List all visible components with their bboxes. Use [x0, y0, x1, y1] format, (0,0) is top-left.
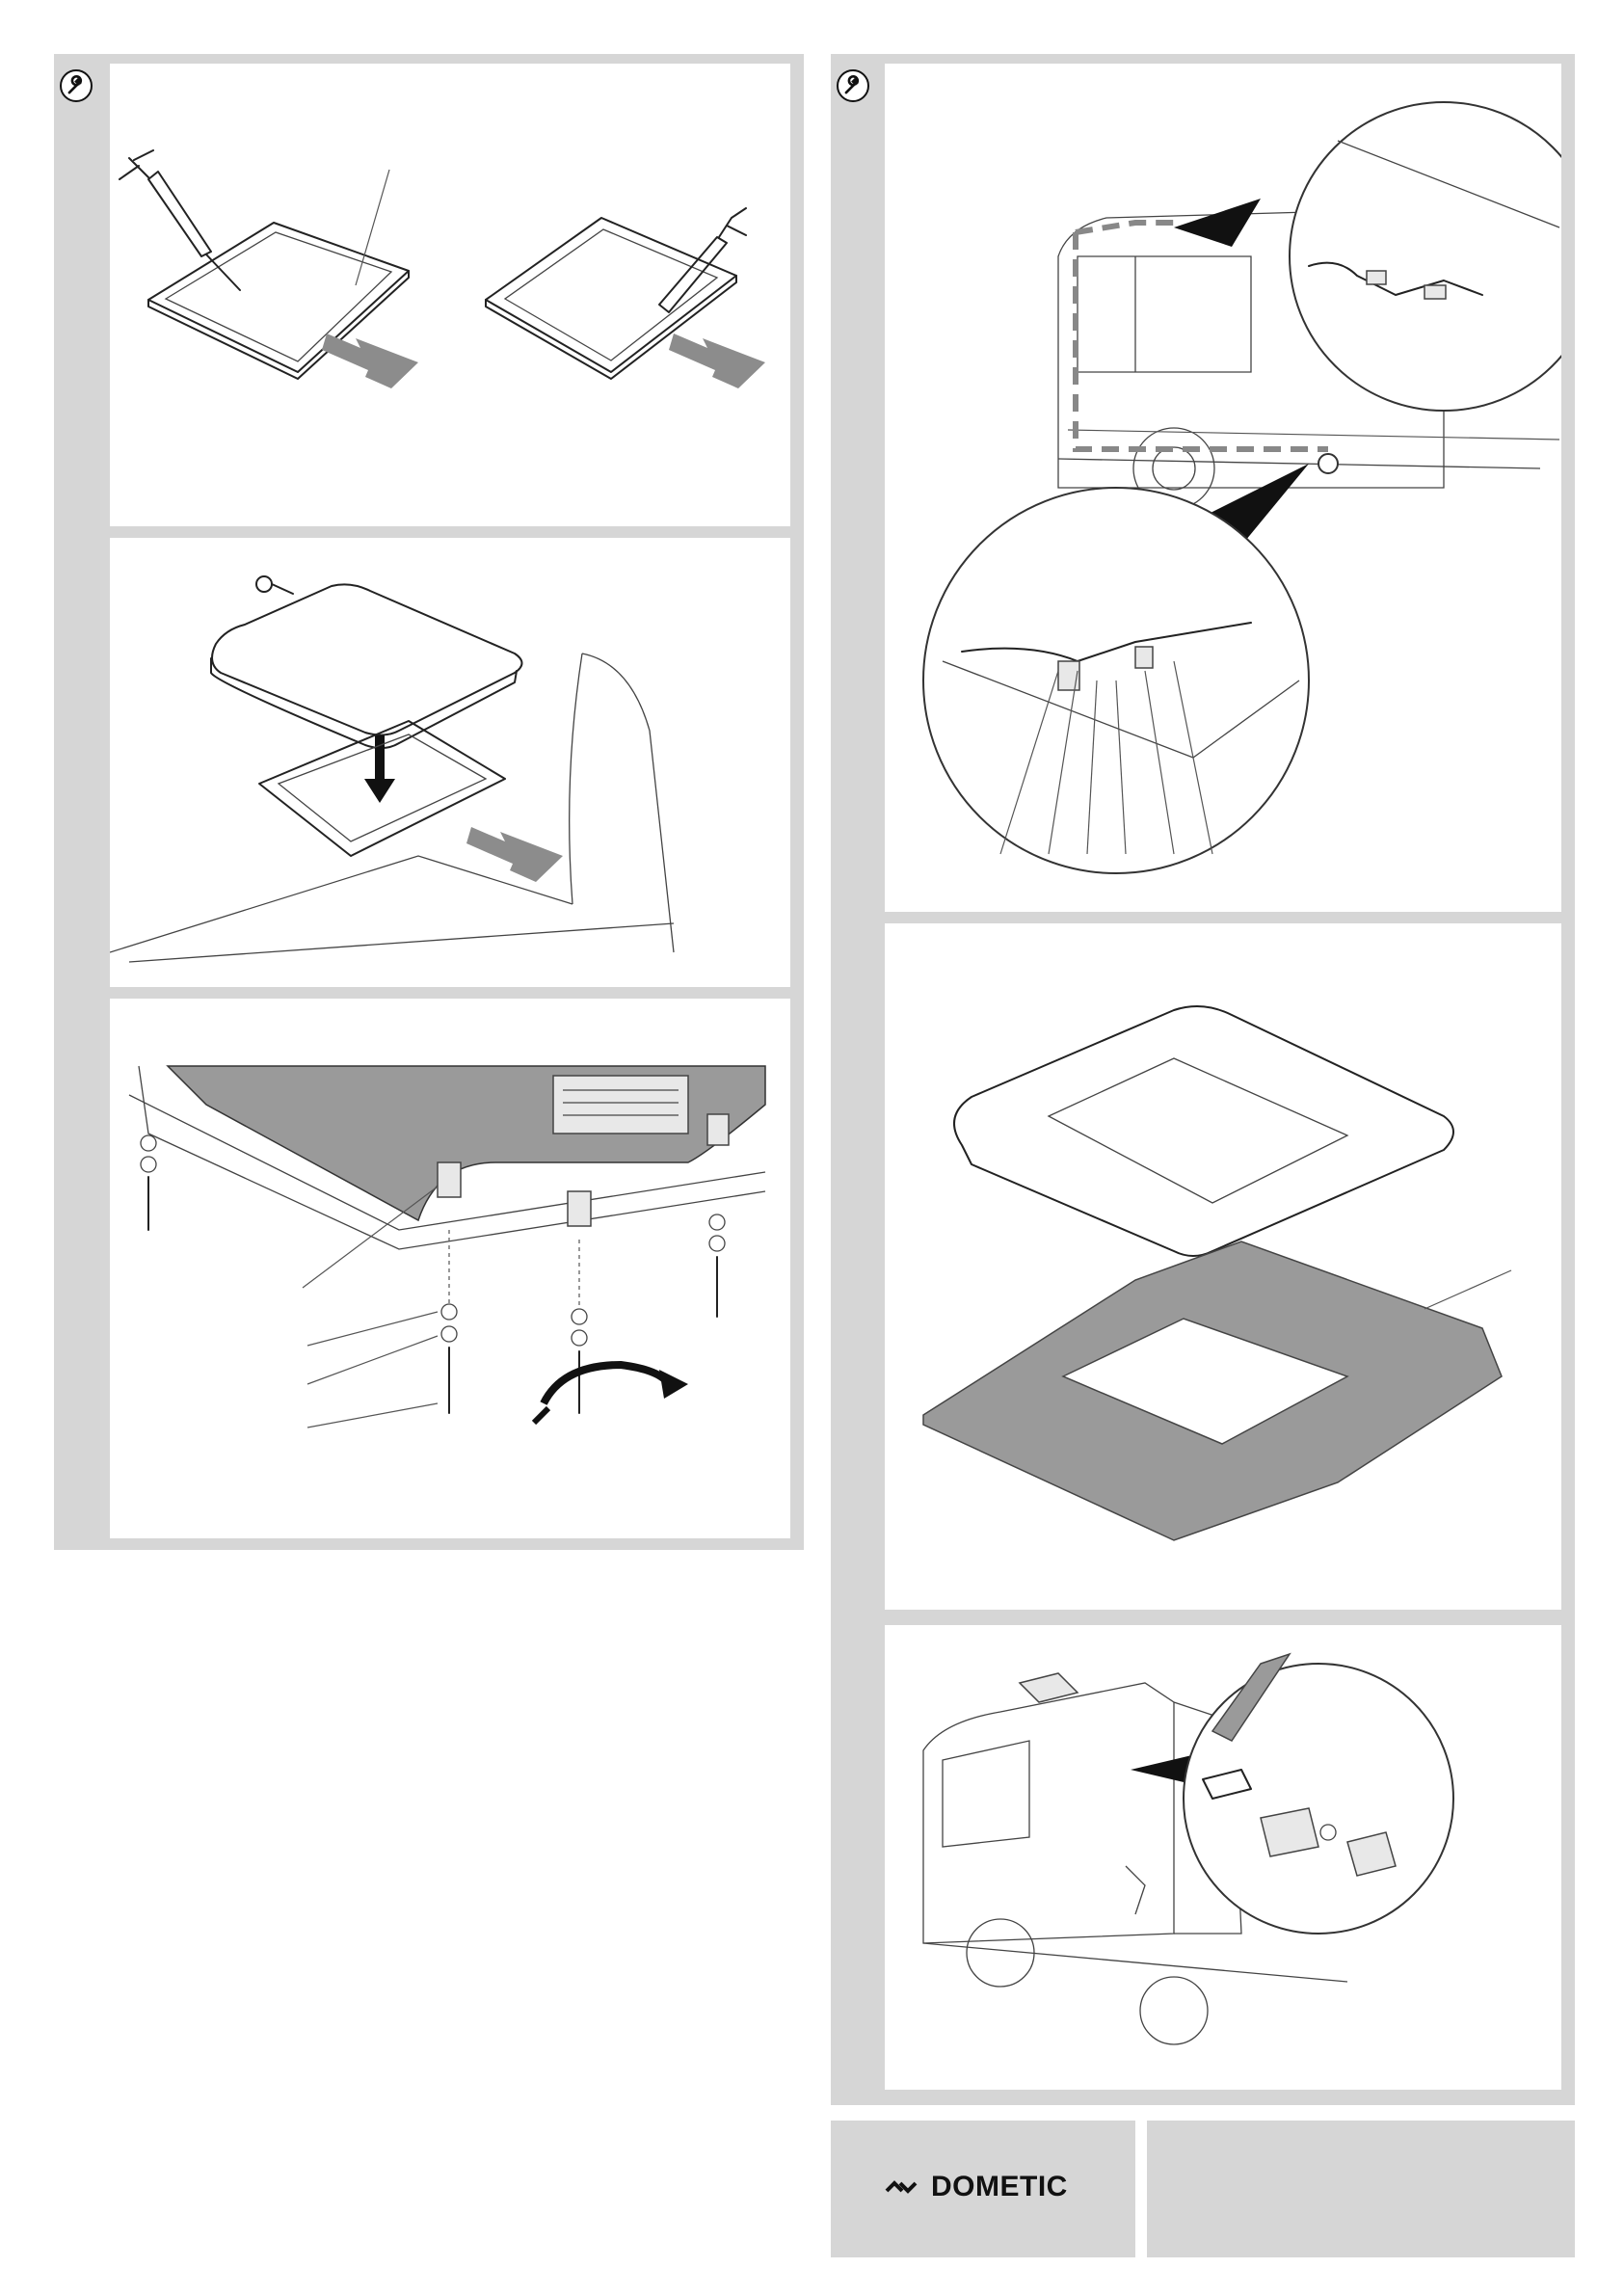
wrench-icon	[837, 69, 869, 102]
leader-lines	[303, 1187, 438, 1428]
vent-grille	[553, 1076, 688, 1134]
figure-vehicle-wiring	[885, 64, 1561, 912]
roof-outline	[110, 654, 674, 962]
detail-callout	[1131, 1654, 1453, 1934]
leader-line	[356, 170, 389, 285]
ceiling-unit	[954, 1006, 1453, 1256]
wrench-icon	[60, 69, 93, 102]
direction-arrow-icon	[466, 827, 563, 882]
figure-cab-connector	[885, 1625, 1561, 2090]
bolt-assembly-4	[709, 1214, 725, 1317]
figure-place-unit	[110, 538, 790, 987]
brand-logo: DOMETIC	[885, 2168, 1087, 2206]
bolt-assembly-3	[572, 1240, 587, 1413]
caulking-gun-left-icon	[120, 150, 240, 290]
rotate-arrow-icon	[534, 1365, 688, 1423]
figure-bolt-fastening	[110, 999, 790, 1538]
figure-sealant-frame	[110, 64, 790, 526]
direction-arrow-right-icon	[669, 334, 765, 388]
bolt-assembly-2	[441, 1230, 457, 1413]
direction-arrow-left-icon	[322, 334, 418, 388]
brand-name: DOMETIC	[931, 2171, 1068, 2203]
figure-interior-trim	[885, 923, 1561, 1610]
leader-line	[1424, 1270, 1511, 1309]
detail-callout-bottom	[923, 464, 1309, 873]
footer-info-box	[1147, 2121, 1575, 2257]
bolt-assembly-1	[141, 1135, 156, 1230]
interior-trim-panel	[923, 1241, 1502, 1540]
dometic-chevron-logo-icon	[885, 2177, 923, 2197]
roof-unit	[211, 576, 522, 748]
